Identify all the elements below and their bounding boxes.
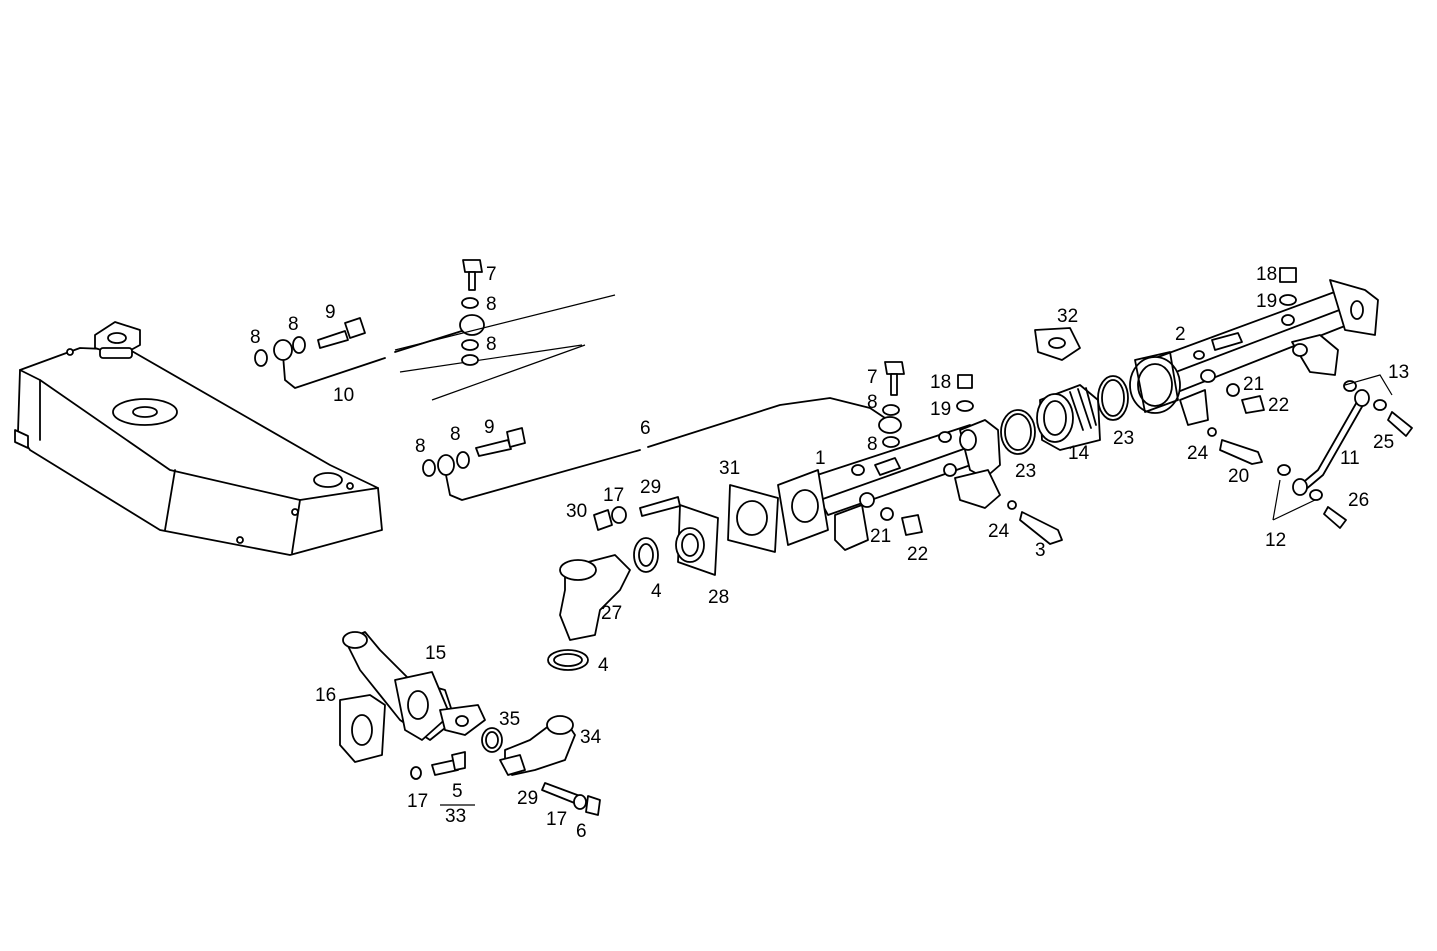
banjo-bolt-9-upper	[317, 317, 366, 349]
label-21: 21	[870, 526, 891, 547]
label-8: 8	[867, 434, 878, 455]
label-4: 4	[651, 581, 662, 602]
label-19: 19	[930, 399, 951, 420]
gasket-16	[339, 694, 386, 763]
label-24: 24	[988, 521, 1010, 542]
pipe-11	[1272, 374, 1413, 529]
label-1: 1	[815, 448, 826, 469]
label-23: 23	[1113, 428, 1134, 449]
label-12: 12	[1265, 530, 1286, 551]
washers-8-upper	[254, 297, 479, 367]
bolt-7-lower	[884, 361, 905, 396]
callout-labels: 7 8 8 8 8 9 10 8 8 9 6 7 8 8 18 19 32 2 …	[250, 264, 1409, 842]
seal-ring-23-right	[1097, 375, 1129, 421]
bolt-3-24	[1007, 500, 1063, 545]
manifold-1	[777, 419, 1001, 551]
fuel-tank	[14, 321, 383, 556]
label-22: 22	[1268, 395, 1289, 416]
label-13: 13	[1388, 362, 1409, 383]
bolt-21-22-right	[1226, 383, 1265, 414]
seal-ring-23-left	[1000, 409, 1036, 455]
bolt-21-22-left	[880, 507, 923, 536]
plug-18-19-right	[1279, 267, 1297, 306]
label-14: 14	[1068, 443, 1090, 464]
label-6: 6	[640, 418, 651, 439]
label-34: 34	[580, 727, 602, 748]
label-8: 8	[250, 327, 261, 348]
fuel-pipe-6	[431, 344, 902, 501]
label-4: 4	[598, 655, 609, 676]
label-9: 9	[325, 302, 336, 323]
stud-29-washer-17-nut-6	[541, 782, 601, 816]
label-18: 18	[930, 372, 951, 393]
label-17: 17	[546, 809, 567, 830]
label-29: 29	[640, 477, 661, 498]
hose-27	[559, 554, 631, 641]
gasket-32	[1034, 327, 1081, 361]
label-23: 23	[1015, 461, 1036, 482]
label-8: 8	[486, 294, 497, 315]
label-31: 31	[719, 458, 740, 479]
label-15: 15	[425, 643, 446, 664]
label-8: 8	[450, 424, 461, 445]
bolt-20-24	[1207, 427, 1263, 465]
label-33: 33	[445, 806, 466, 827]
bellows-14	[1036, 384, 1101, 451]
flange-28	[675, 504, 719, 576]
label-26: 26	[1348, 490, 1369, 511]
label-22: 22	[907, 544, 928, 565]
label-16: 16	[315, 685, 336, 706]
plug-18-19-mid	[956, 374, 974, 412]
label-3: 3	[1035, 540, 1046, 561]
label-2: 2	[1175, 324, 1186, 345]
label-24: 24	[1187, 443, 1209, 464]
label-18: 18	[1256, 264, 1277, 285]
label-32: 32	[1057, 306, 1078, 327]
label-30: 30	[566, 501, 587, 522]
label-6: 6	[576, 821, 587, 842]
elbow-15	[342, 631, 486, 741]
label-17: 17	[407, 791, 428, 812]
label-21: 21	[1243, 374, 1264, 395]
label-7: 7	[486, 264, 497, 285]
clamp-4-upper	[633, 537, 659, 573]
label-19: 19	[1256, 291, 1277, 312]
label-8: 8	[867, 392, 878, 413]
label-27: 27	[601, 603, 622, 624]
label-17: 17	[603, 485, 624, 506]
washers-8-lower	[422, 404, 900, 477]
bolt-5-33	[410, 751, 475, 806]
label-25: 25	[1373, 432, 1394, 453]
seal-35	[481, 727, 503, 753]
label-20: 20	[1228, 466, 1249, 487]
label-35: 35	[499, 709, 520, 730]
label-8: 8	[288, 314, 299, 335]
label-5: 5	[452, 781, 463, 802]
label-11: 11	[1340, 448, 1360, 469]
label-9: 9	[484, 417, 495, 438]
label-28: 28	[708, 587, 729, 608]
label-10: 10	[333, 385, 354, 406]
label-7: 7	[867, 367, 878, 388]
label-8: 8	[486, 334, 497, 355]
banjo-bolt-9-lower	[475, 427, 526, 457]
label-29: 29	[517, 788, 538, 809]
elbow-34	[499, 715, 576, 776]
bolt-7-upper	[462, 259, 483, 291]
stud-29-nut-30-washer-17	[593, 496, 681, 531]
gasket-31	[727, 484, 779, 553]
label-8: 8	[415, 436, 426, 457]
manifold-2	[1129, 279, 1379, 426]
fuel-pipe-10	[273, 294, 616, 389]
clamp-4-lower	[547, 649, 589, 671]
